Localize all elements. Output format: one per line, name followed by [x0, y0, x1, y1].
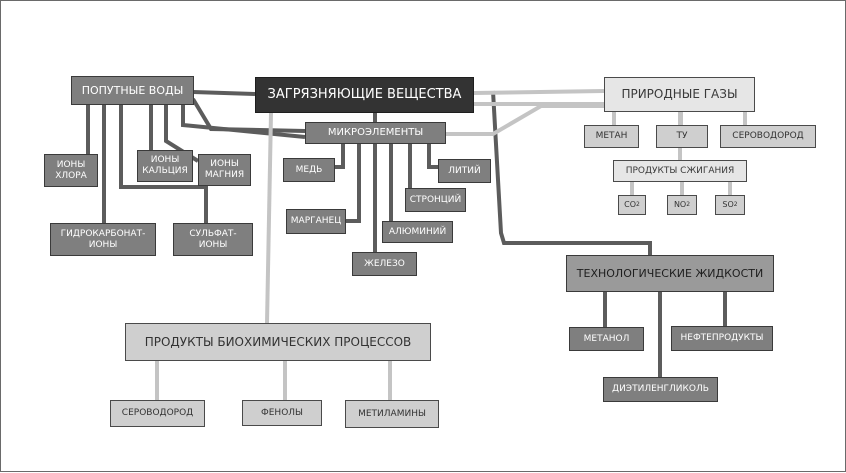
node-chlorine-ions-line2: ХЛОРА	[55, 170, 87, 181]
node-chlorine-ions-line1: ИОНЫ	[56, 159, 86, 170]
node-associated-waters: ПОПУТНЫЕ ВОДЫ	[71, 76, 194, 105]
node-co2-sub: 2	[636, 201, 640, 209]
node-oil-products: НЕФТЕПРОДУКТЫ	[671, 326, 773, 351]
node-bicarbonate-ions-line2: ИОНЫ	[88, 239, 118, 250]
link-waters-to-pollutants	[192, 90, 256, 96]
node-bicarbonate-ions: ГИДРОКАРБОНАТ- ИОНЫ	[50, 223, 156, 256]
node-bicarbonate-ions-line1: ГИДРОКАРБОНАТ-	[60, 228, 146, 239]
node-no2-sub: 2	[686, 201, 691, 209]
node-strontium: СТРОНЦИЙ	[405, 188, 466, 212]
node-combustion-products: ПРОДУКТЫ СЖИГАНИЯ	[613, 160, 747, 182]
node-so2-base: SO	[722, 200, 734, 210]
node-magnesium-ions: ИОНЫ МАГНИЯ	[198, 154, 251, 186]
node-calcium-ions-line1: ИОНЫ	[150, 155, 180, 166]
node-so2-sub: 2	[733, 201, 738, 209]
node-lithium: ЛИТИЙ	[438, 159, 491, 183]
node-iron: ЖЕЛЕЗО	[352, 252, 417, 276]
link-pollutants-biochem	[265, 112, 273, 324]
node-calcium-ions-line2: КАЛЬЦИЯ	[142, 166, 188, 176]
node-chlorine-ions: ИОНЫ ХЛОРА	[44, 154, 98, 187]
node-biochem-products: ПРОДУКТЫ БИОХИМИЧЕСКИХ ПРОЦЕССОВ	[125, 323, 431, 361]
node-copper: МЕДЬ	[283, 158, 335, 182]
link-micro-lithium	[427, 144, 438, 169]
node-co2-base: CO	[624, 200, 637, 210]
link-waters-microelements-low	[181, 105, 306, 139]
node-diethylene-glycol: ДИЭТИЛЕНГЛИКОЛЬ	[603, 377, 718, 402]
node-manganese: МАРГАНЕЦ	[286, 209, 346, 234]
node-sulfate-ions-line1: СУЛЬФАТ-	[189, 228, 237, 239]
node-no2-base: NO	[673, 200, 687, 210]
node-tu: ТУ	[656, 125, 708, 148]
node-calcium-ions: ИОНЫ КАЛЬЦИЯ	[137, 150, 193, 182]
node-phenols: ФЕНОЛЫ	[242, 400, 322, 426]
node-pollutants: ЗАГРЯЗНЯЮЩИЕ ВЕЩЕСТВА	[255, 77, 474, 113]
node-methanol: МЕТАНОЛ	[569, 327, 644, 351]
link-micro-manganese	[346, 144, 361, 223]
node-methylamines: МЕТИЛАМИНЫ	[345, 400, 439, 428]
node-magnesium-ions-line1: ИОНЫ	[210, 159, 239, 170]
node-hydrogen-sulfide-bio: СЕРОВОДОРОД	[110, 400, 205, 427]
node-aluminum: АЛЮМИНИЙ	[382, 221, 453, 243]
node-hydrogen-sulfide-gas: СЕРОВОДОРОД	[720, 125, 816, 148]
link-micro-copper	[335, 144, 345, 169]
link-pollutants-gases	[473, 89, 605, 95]
node-magnesium-ions-line2: МАГНИЯ	[204, 170, 245, 180]
node-tech-fluids: ТЕХНОЛОГИЧЕСКИЕ ЖИДКОСТИ	[566, 255, 774, 292]
node-methane: МЕТАН	[584, 125, 639, 148]
node-microelements: МИКРОЭЛЕМЕНТЫ	[305, 122, 446, 144]
link-micro-gases	[446, 104, 604, 136]
node-natural-gases: ПРИРОДНЫЕ ГАЗЫ	[604, 77, 755, 112]
node-sulfate-ions-line2: ИОНЫ	[198, 239, 228, 250]
link-waters-sulfate	[119, 105, 208, 223]
link-pollutants-tech-fluids	[491, 90, 652, 255]
node-sulfate-ions: СУЛЬФАТ- ИОНЫ	[173, 223, 253, 256]
